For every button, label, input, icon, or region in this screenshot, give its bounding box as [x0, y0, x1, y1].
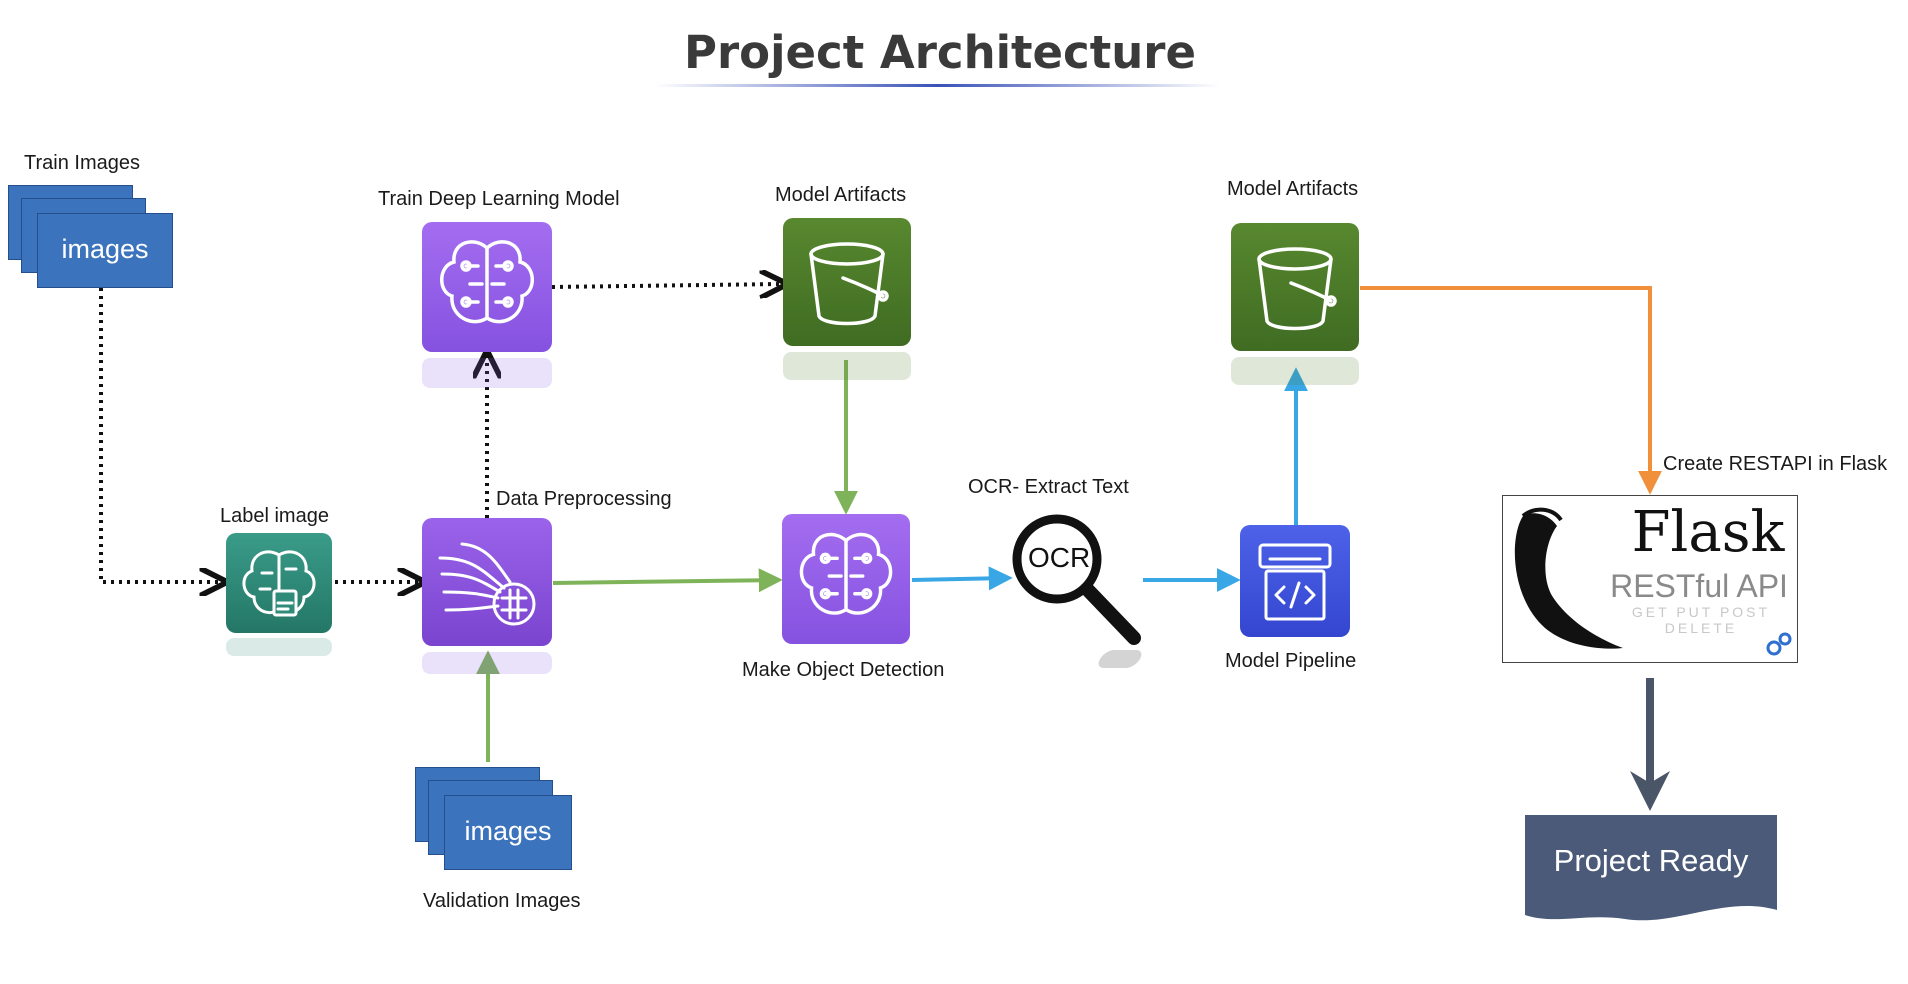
flask-label: Create RESTAPI in Flask	[1663, 453, 1888, 475]
label-image-label: Label image	[220, 505, 329, 527]
bucket-icon	[783, 218, 911, 346]
edge-artifacts-to-flask	[1360, 286, 1662, 495]
gears-icon	[1766, 632, 1792, 656]
flask-horn-icon	[1514, 507, 1623, 649]
flask-logo-title: Flask	[1631, 500, 1785, 565]
artifacts-2-label: Model Artifacts	[1227, 178, 1359, 200]
data-preprocessing-label: Data Preprocessing	[496, 488, 672, 510]
brain-icon	[782, 514, 910, 644]
data-preprocessing-icon	[422, 518, 552, 646]
validation-images-card-text: images	[464, 816, 552, 846]
project-ready-shape: Project Ready	[1525, 815, 1777, 927]
edge-train-to-artifacts	[551, 284, 782, 287]
ocr-label: OCR- Extract Text	[968, 476, 1129, 498]
edge-train-to-label	[99, 288, 222, 582]
train-images-stack: images	[8, 185, 193, 310]
data-preprocessing-reflection	[422, 652, 552, 674]
object-detection-label: Make Object Detection	[742, 659, 945, 681]
ocr-icon-text: OCR	[1028, 542, 1091, 573]
train-model-label: Train Deep Learning Model	[378, 188, 620, 210]
magnifier-icon	[1012, 514, 1141, 645]
train-images-label: Train Images	[24, 152, 140, 174]
project-ready-text: Project Ready	[1553, 843, 1749, 878]
artifacts-1-label: Model Artifacts	[775, 184, 907, 206]
edge-preprocessing-to-detection	[552, 568, 783, 593]
label-image-reflection	[226, 638, 332, 656]
flask-logo-verbs: GET PUT POST DELETE	[1631, 604, 1771, 636]
edge-detection-to-ocr	[911, 566, 1013, 591]
diagram-title: Project Architecture	[683, 26, 1196, 79]
label-image-icon	[226, 533, 332, 633]
code-pipeline-icon	[1240, 525, 1350, 637]
bucket-icon	[1231, 223, 1359, 351]
validation-images-stack: images	[415, 767, 600, 892]
image-card-front: images	[37, 213, 173, 288]
image-card-front: images	[444, 795, 572, 870]
document-shape	[1525, 815, 1777, 921]
train-model-reflection	[422, 358, 552, 388]
pipeline-label: Model Pipeline	[1225, 650, 1357, 672]
title-underline	[655, 84, 1220, 87]
artifacts-1-reflection	[783, 352, 911, 380]
brain-icon	[422, 222, 552, 352]
train-images-card-text: images	[61, 234, 149, 264]
flask-logo-subtitle: RESTful API	[1610, 568, 1788, 604]
flask-logo: Flask RESTful API GET PUT POST DELETE	[1502, 495, 1798, 663]
artifacts-2-reflection	[1231, 357, 1359, 385]
validation-images-label: Validation Images	[423, 890, 581, 912]
